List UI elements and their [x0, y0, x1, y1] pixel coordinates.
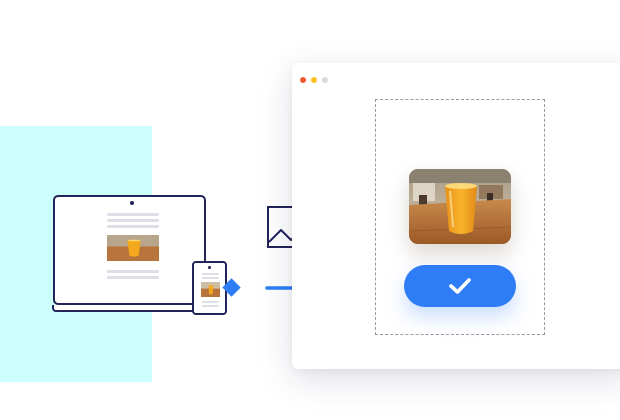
phone-camera	[208, 266, 211, 269]
window-dot-red[interactable]	[300, 77, 306, 83]
laptop-screen	[53, 195, 206, 305]
text-line	[107, 276, 159, 279]
laptop-photo-thumbnail	[107, 235, 159, 261]
text-line	[107, 213, 159, 216]
text-line	[202, 273, 219, 275]
orange-juice-photo-card[interactable]	[409, 169, 511, 244]
laptop-camera	[130, 201, 134, 205]
laptop-device	[52, 195, 210, 317]
window-dot-gray[interactable]	[322, 77, 328, 83]
confirm-button[interactable]	[404, 265, 516, 307]
text-line	[202, 277, 219, 279]
text-line	[107, 225, 159, 228]
phone-photo-thumbnail	[201, 282, 220, 297]
browser-window	[292, 63, 620, 369]
text-line	[107, 219, 159, 222]
text-line	[107, 270, 159, 273]
window-dot-yellow[interactable]	[311, 77, 317, 83]
phone-device	[192, 261, 227, 315]
dashed-drop-zone	[375, 99, 545, 335]
text-line	[202, 301, 219, 303]
checkmark-icon	[449, 278, 471, 294]
text-line	[202, 305, 219, 307]
